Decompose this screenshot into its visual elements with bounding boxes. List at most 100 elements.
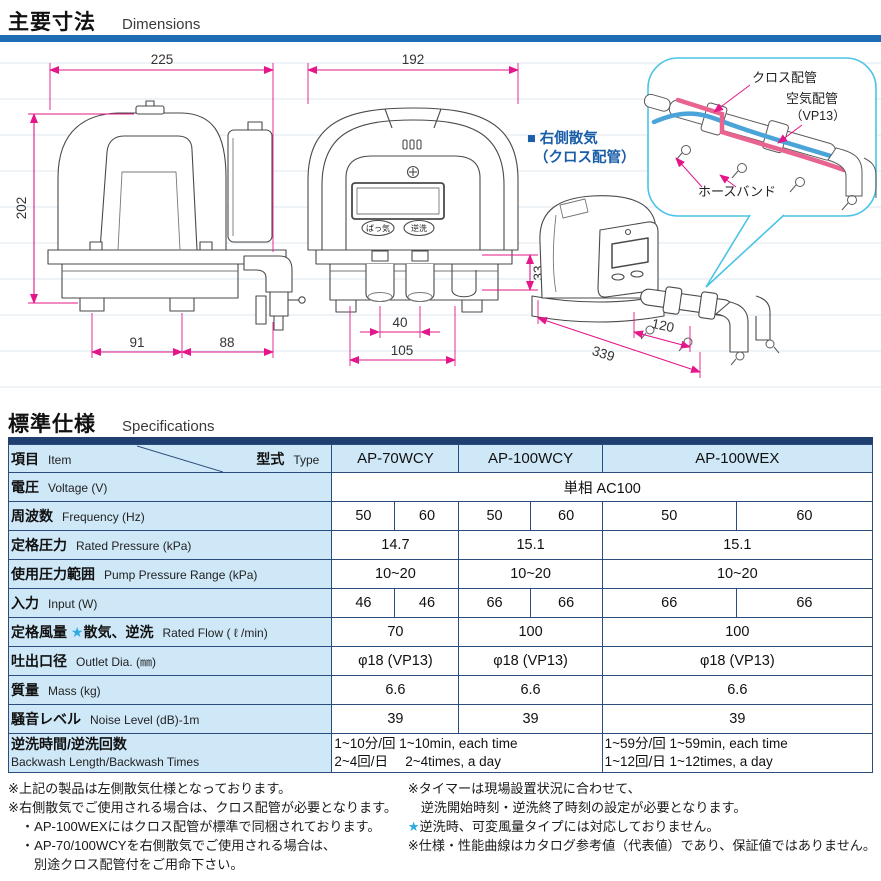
footnote-line: 別途クロス配管付をご用命下さい。 (34, 857, 244, 872)
table-corner-cell: 項目 Item 型式 Type (7, 444, 333, 473)
callout-labels: クロス配管 空気配管 （VP13） ホースバンド (675, 70, 846, 199)
right-aeration-caption-1: ■ 右側散気 (527, 129, 598, 147)
input-value: 66 (735, 588, 874, 618)
row-voltage-label-en: Voltage (V) (48, 481, 108, 495)
dim-side-width: 225 (151, 52, 174, 67)
dim-front-width: 192 (402, 52, 425, 67)
dimensions-drawing: 225 202 91 88 (0, 52, 881, 388)
dim-side-height: 202 (14, 197, 29, 220)
mass-value: 6.6 (331, 675, 460, 705)
freq-value: 60 (394, 501, 460, 531)
header-type-en: Type (293, 452, 320, 467)
backwash-label-en: Backwash Length/Backwash Times (11, 755, 200, 769)
dimensions-title-jp: 主要寸法 (8, 11, 96, 34)
mass-value: 6.6 (458, 675, 603, 705)
input-value: 66 (601, 588, 737, 618)
front-view-dimensions: 192 33 40 105 (307, 52, 546, 366)
pressure-range-value: 10~20 (601, 559, 874, 589)
dim-front-port-pitch: 40 (392, 315, 407, 330)
callout-balloon (647, 57, 877, 288)
specs-title-en: Specifications (122, 418, 215, 435)
specs-title-jp: 標準仕様 (8, 413, 96, 436)
header-type-jp: 型式 (256, 450, 285, 467)
front-btn-backwash: 逆洗 (411, 223, 427, 233)
model-ap70wcy: AP-70WCY (331, 444, 460, 473)
freq-value: 50 (331, 501, 396, 531)
freq-value: 60 (529, 501, 603, 531)
footnotes-left: ※上記の製品は左側散気仕様となっております。 ※右側散気でご使用される場合は、ク… (8, 779, 398, 874)
air-pipe-line (651, 111, 859, 167)
pump-perspective-view (531, 195, 780, 366)
freq-value: 60 (735, 501, 874, 531)
dim-side-foot-left: 91 (129, 335, 144, 350)
specs-section-header: 標準仕様 Specifications (8, 408, 215, 438)
footnotes-right: ※タイマーは現場設置状況に合わせて、 逆洗開始時刻・逆洗終了時刻の設定が必要とな… (408, 779, 876, 874)
spec-table-top-bar (8, 437, 873, 444)
footnote-line: 逆洗開始時刻・逆洗終了時刻の設定が必要となります。 (420, 800, 747, 815)
cross-pipe-illustration (643, 93, 877, 211)
footnote-line: ※仕様・性能曲線はカタログ参考値（代表値）であり、保証値ではありません。 (407, 838, 876, 853)
rated-flow-value: 70 (331, 617, 460, 647)
voltage-value: 単相 AC100 (331, 472, 873, 502)
perspective-dimensions: 120 339 (537, 300, 701, 378)
dim-perspective-total: 339 (590, 343, 616, 364)
dim-perspective-pipe: 120 (650, 316, 675, 335)
row-backwash: 逆洗時間/逆洗回数 Backwash Length/Backwash Times… (7, 733, 874, 773)
right-aeration-caption-2: （クロス配管） (534, 148, 636, 166)
pressure-range-value: 10~20 (458, 559, 603, 589)
input-value: 66 (458, 588, 531, 618)
freq-value: 50 (601, 501, 737, 531)
footnote-line: ・AP-70/100WCYを右側散気でご使用される場合は、 (21, 838, 337, 853)
dimensions-divider-bar (0, 35, 881, 42)
footnotes: ※上記の製品は左側散気仕様となっております。 ※右側散気でご使用される場合は、ク… (8, 779, 876, 874)
pump-front-view (307, 107, 519, 313)
rated-flow-value: 100 (458, 617, 603, 647)
side-view-dimensions: 225 202 91 88 (14, 52, 274, 358)
rated-flow-value: 100 (601, 617, 874, 647)
star-icon: ★ (407, 819, 420, 834)
rated-pressure-value: 15.1 (458, 530, 603, 560)
label-air-pipe: 空気配管 (786, 91, 838, 106)
outlet-value: φ18 (VP13) (331, 646, 460, 676)
dim-front-base: 105 (391, 343, 414, 358)
label-air-pipe-size: （VP13） (790, 109, 846, 123)
outlet-value: φ18 (VP13) (601, 646, 874, 676)
footnote-line: ・AP-100WEXにはクロス配管が標準で同梱されております。 (21, 819, 381, 834)
input-value: 46 (394, 588, 460, 618)
header-item-en: Item (48, 452, 72, 467)
input-value: 46 (331, 588, 396, 618)
label-hose-band: ホースバンド (698, 184, 776, 199)
label-cross-pipe: クロス配管 (752, 70, 817, 85)
pump-side-view (47, 100, 306, 331)
pressure-range-value: 10~20 (331, 559, 460, 589)
rated-pressure-value: 15.1 (601, 530, 874, 560)
front-btn-aeration: ばっ気 (366, 223, 390, 233)
noise-value: 39 (601, 704, 874, 734)
dim-side-foot-right: 88 (219, 335, 234, 350)
noise-value: 39 (331, 704, 460, 734)
dimensions-section-header: 主要寸法 Dimensions (8, 6, 200, 36)
model-ap100wcy: AP-100WCY (458, 444, 603, 473)
dimensions-title-en: Dimensions (122, 16, 201, 33)
footnote-line: ※上記の製品は左側散気仕様となっております。 (8, 781, 292, 796)
header-item-jp: 項目 (11, 450, 39, 467)
rated-pressure-value: 14.7 (331, 530, 460, 560)
footnote-line: ※タイマーは現場設置状況に合わせて、 (407, 781, 641, 796)
freq-value: 50 (458, 501, 531, 531)
mass-value: 6.6 (601, 675, 874, 705)
outlet-value: φ18 (VP13) (458, 646, 603, 676)
screw-icon (406, 165, 420, 179)
star-icon: ★ (70, 624, 84, 640)
backwash-label-jp: 逆洗時間/逆洗回数 (11, 736, 127, 752)
hose-band-loops (675, 145, 857, 211)
